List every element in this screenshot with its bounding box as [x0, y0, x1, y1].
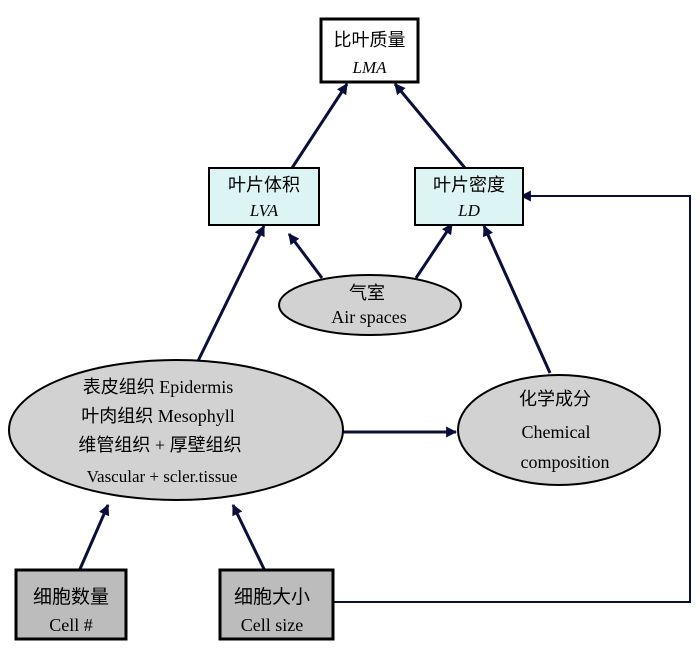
- node-tissue-line1: 表皮组织 Epidermis: [83, 377, 234, 397]
- node-lva-en: LVA: [249, 201, 279, 220]
- arrow-cellnum-to-tissue: [78, 503, 110, 570]
- node-tissue-line3: 维管组织 + 厚壁组织: [78, 435, 241, 455]
- arrow-cellsize-to-tissue: [231, 504, 266, 570]
- node-chem-en1: Chemical: [522, 422, 591, 442]
- node-cellsize-en: Cell size: [241, 615, 303, 635]
- node-lva: 叶片体积 LVA: [208, 167, 320, 226]
- arrow-air-to-ld: [414, 223, 454, 279]
- arrow-chem-to-ld: [482, 224, 552, 374]
- node-lma: 比叶质量 LMA: [319, 17, 420, 84]
- arrow-air-to-lva: [287, 233, 324, 279]
- node-ld-zh: 叶片密度: [433, 175, 505, 195]
- node-air-spaces: 气室 Air spaces: [278, 274, 462, 336]
- node-lma-en: LMA: [352, 58, 388, 77]
- node-air-en: Air spaces: [331, 307, 406, 327]
- node-ld: 叶片密度 LD: [414, 167, 524, 226]
- node-chem-en2: composition: [521, 452, 610, 472]
- node-lma-zh: 比叶质量: [334, 30, 406, 50]
- arrow-lva-to-lma: [290, 83, 349, 169]
- arrow-tissue-to-lva: [196, 225, 266, 362]
- node-tissue-line4: Vascular + scler.tissue: [87, 467, 238, 486]
- node-cellnum-zh: 细胞数量: [33, 586, 109, 608]
- arrow-ld-to-lma: [393, 83, 467, 169]
- node-cellsize-zh: 细胞大小: [234, 586, 310, 608]
- node-ld-en: LD: [457, 201, 480, 220]
- node-chemical: 化学成分 Chemical composition: [457, 374, 661, 486]
- node-cell-number: 细胞数量 Cell #: [14, 568, 128, 641]
- arrow-cellsize-to-ld: [333, 190, 691, 603]
- node-cellnum-en: Cell #: [49, 615, 93, 635]
- node-tissue: 表皮组织 Epidermis 叶肉组织 Mesophyll 维管组织 + 厚壁组…: [8, 359, 344, 501]
- node-lva-zh: 叶片体积: [228, 175, 300, 195]
- node-tissue-line2: 叶肉组织 Mesophyll: [81, 406, 235, 426]
- node-cell-size: 细胞大小 Cell size: [218, 568, 335, 641]
- node-chem-zh: 化学成分: [519, 389, 591, 409]
- node-air-zh: 气室: [349, 283, 385, 303]
